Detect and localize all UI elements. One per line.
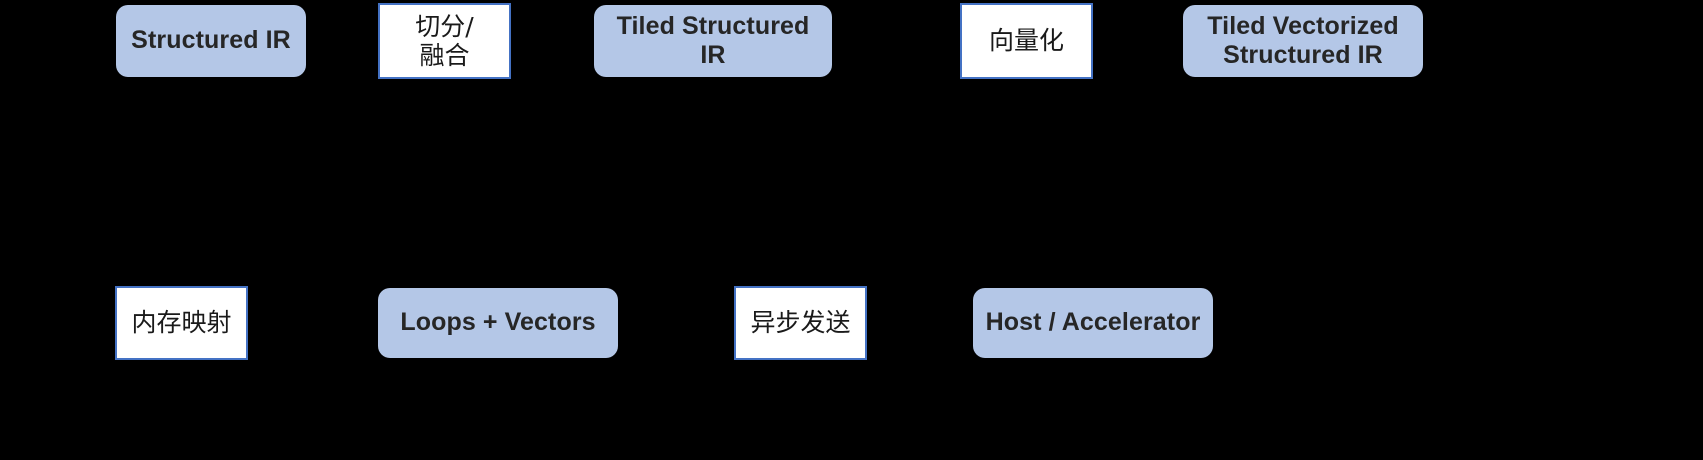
node-label-tiled-structured-ir: Tiled Structured IR <box>616 11 810 70</box>
node-label-memory-mapping: 内存映射 <box>131 308 232 338</box>
node-tiled-vectorized-structured-ir[interactable]: Tiled Vectorized Structured IR <box>1183 5 1423 77</box>
node-async-dispatch[interactable]: 异步发送 <box>734 286 867 360</box>
node-structured-ir[interactable]: Structured IR <box>116 5 306 77</box>
node-label-async-dispatch: 异步发送 <box>750 308 851 338</box>
node-host-accelerator[interactable]: Host / Accelerator <box>973 288 1213 358</box>
node-label-structured-ir: Structured IR <box>131 26 291 55</box>
node-loops-vectors[interactable]: Loops + Vectors <box>378 288 618 358</box>
node-label-vectorize: 向量化 <box>988 26 1064 56</box>
node-label-host-accelerator: Host / Accelerator <box>985 308 1201 337</box>
node-label-tiled-vectorized-structured-ir: Tiled Vectorized Structured IR <box>1207 11 1399 70</box>
node-tiled-structured-ir[interactable]: Tiled Structured IR <box>594 5 832 77</box>
node-vectorize[interactable]: 向量化 <box>960 3 1093 79</box>
node-label-tile-fuse: 切分/ 融合 <box>415 11 474 71</box>
node-label-loops-vectors: Loops + Vectors <box>400 308 596 337</box>
node-memory-mapping[interactable]: 内存映射 <box>115 286 248 360</box>
node-tile-fuse[interactable]: 切分/ 融合 <box>378 3 511 79</box>
